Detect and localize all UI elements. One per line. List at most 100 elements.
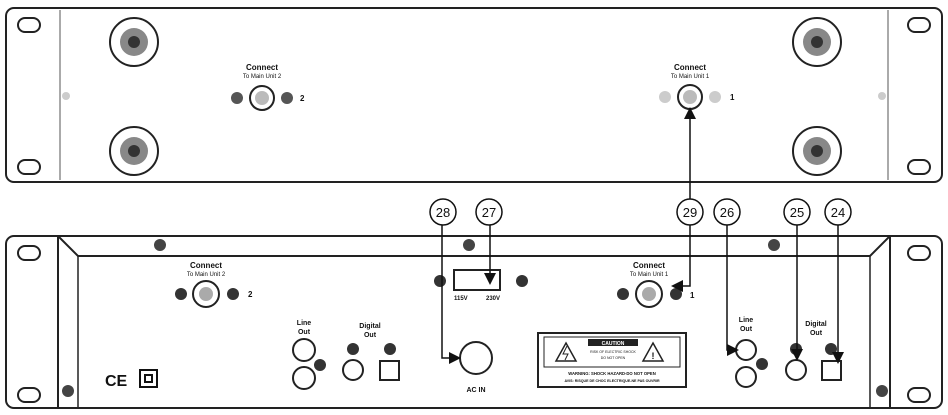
caution-title: CAUTION xyxy=(602,341,625,347)
callout-number: 28 xyxy=(436,205,450,220)
connector-title: Connect xyxy=(633,261,665,270)
out-label: Out xyxy=(810,330,823,337)
screw-icon xyxy=(384,343,396,355)
connector-subtitle: To Main Unit 2 xyxy=(187,272,226,278)
screw-icon xyxy=(878,92,886,100)
screw-icon xyxy=(670,288,682,300)
screw-icon xyxy=(347,343,359,355)
connector-number: 1 xyxy=(690,291,695,300)
screw-icon xyxy=(709,91,721,103)
callout-number: 27 xyxy=(482,205,496,220)
callouts: 28 27 29 26 25 24 xyxy=(429,107,852,364)
connector-title: Connect xyxy=(674,63,706,72)
double-insulation-icon xyxy=(139,369,158,388)
bottom-panel: Connect To Main Unit 2 2 Connect To Main… xyxy=(5,235,943,409)
digital-label: Digital xyxy=(805,321,826,328)
connector-main-unit-1[interactable]: Connect To Main Unit 1 1 xyxy=(617,261,695,308)
connector-subtitle: To Main Unit 2 xyxy=(243,74,282,80)
screw-icon xyxy=(463,239,475,251)
ac-in-label: AC IN xyxy=(466,387,485,394)
out-label: Out xyxy=(298,329,311,336)
screw-icon xyxy=(154,239,166,251)
rubber-foot-icon xyxy=(792,17,842,67)
connector-main-unit-1[interactable]: Connect To Main Unit 1 1 xyxy=(659,63,735,110)
callout-number: 25 xyxy=(790,205,804,220)
rca-jack-icon xyxy=(735,366,757,388)
connector-subtitle: To Main Unit 1 xyxy=(630,272,669,278)
screw-icon xyxy=(516,275,528,287)
ce-mark: CE xyxy=(105,373,128,390)
screw-icon xyxy=(756,358,768,370)
out-label: Out xyxy=(364,332,377,339)
rack-slot-icon xyxy=(17,387,41,403)
rack-slot-icon xyxy=(17,245,41,261)
screw-icon xyxy=(227,288,239,300)
caution-line1: RISK OF ELECTRIC SHOCK xyxy=(590,350,636,354)
connector-main-unit-2[interactable]: Connect To Main Unit 2 2 xyxy=(231,63,305,111)
screw-icon xyxy=(617,288,629,300)
warning-text-fr: AVIS: RISQUE DE CHOC ELECTRIQUE-NE PAS O… xyxy=(564,379,660,383)
callout-number: 29 xyxy=(683,205,697,220)
callout-number: 24 xyxy=(831,205,845,220)
left-line-out[interactable]: Line Out xyxy=(292,320,326,390)
rca-jack-icon xyxy=(292,366,316,390)
rack-slot-icon xyxy=(907,159,931,175)
screw-icon xyxy=(768,239,780,251)
callout-28: 28 xyxy=(429,198,457,226)
callout-29-leader-down xyxy=(671,225,691,292)
screw-icon xyxy=(175,288,187,300)
rack-slot-icon xyxy=(907,17,931,33)
callout-25: 25 xyxy=(783,198,811,226)
connector-title: Connect xyxy=(190,261,222,270)
right-line-out[interactable]: Line Out xyxy=(735,317,768,388)
out-label: Out xyxy=(740,326,753,333)
screw-icon xyxy=(876,385,888,397)
rack-slot-icon xyxy=(907,245,931,261)
svg-text:!: ! xyxy=(652,351,655,361)
screw-icon xyxy=(825,343,837,355)
optical-port-icon xyxy=(821,360,842,381)
callout-28-leader xyxy=(441,225,461,364)
caution-label: ! CAUTION RISK OF ELECTRIC SHOCK DO NOT … xyxy=(537,332,687,388)
exclamation-warning-icon xyxy=(641,341,665,362)
rubber-foot-icon xyxy=(109,126,159,176)
callout-26-leader xyxy=(726,225,739,356)
screw-icon xyxy=(790,343,802,355)
rack-slot-icon xyxy=(17,159,41,175)
digital-label: Digital xyxy=(359,323,380,330)
connector-number: 2 xyxy=(248,290,253,299)
callout-24: 24 xyxy=(824,198,852,226)
screw-icon xyxy=(434,275,446,287)
connector-number: 1 xyxy=(730,93,735,102)
optical-port-icon xyxy=(379,360,400,381)
lightning-warning-icon xyxy=(554,341,578,362)
coaxial-jack-icon xyxy=(785,359,807,381)
callout-29: 29 xyxy=(676,198,704,226)
rack-slot-icon xyxy=(907,387,931,403)
power-socket-icon xyxy=(459,341,493,375)
line-label: Line xyxy=(297,320,311,327)
caution-line2: DO NOT OPEN xyxy=(601,356,626,360)
callout-26: 26 xyxy=(713,198,741,226)
connector-title: Connect xyxy=(246,63,278,72)
rack-slot-icon xyxy=(17,17,41,33)
warning-text-en: WARNING: SHOCK HAZARD-DO NOT OPEN xyxy=(568,371,655,376)
callout-number: 26 xyxy=(720,205,734,220)
coaxial-jack-icon xyxy=(342,359,364,381)
left-digital-out[interactable]: Digital Out xyxy=(342,323,400,381)
screw-icon xyxy=(62,92,70,100)
rubber-foot-icon xyxy=(109,17,159,67)
voltage-switch xyxy=(453,269,501,291)
screw-icon xyxy=(62,385,74,397)
voltage-high-label: 230V xyxy=(486,296,500,302)
rca-jack-icon xyxy=(735,339,757,361)
voltage-low-label: 115V xyxy=(454,296,468,302)
connector-subtitle: To Main Unit 1 xyxy=(671,74,710,80)
callout-27: 27 xyxy=(475,198,503,226)
line-label: Line xyxy=(739,317,753,324)
rca-jack-icon xyxy=(292,338,316,362)
rubber-foot-icon xyxy=(792,126,842,176)
connector-main-unit-2[interactable]: Connect To Main Unit 2 2 xyxy=(175,261,253,308)
connector-number: 2 xyxy=(300,94,305,103)
